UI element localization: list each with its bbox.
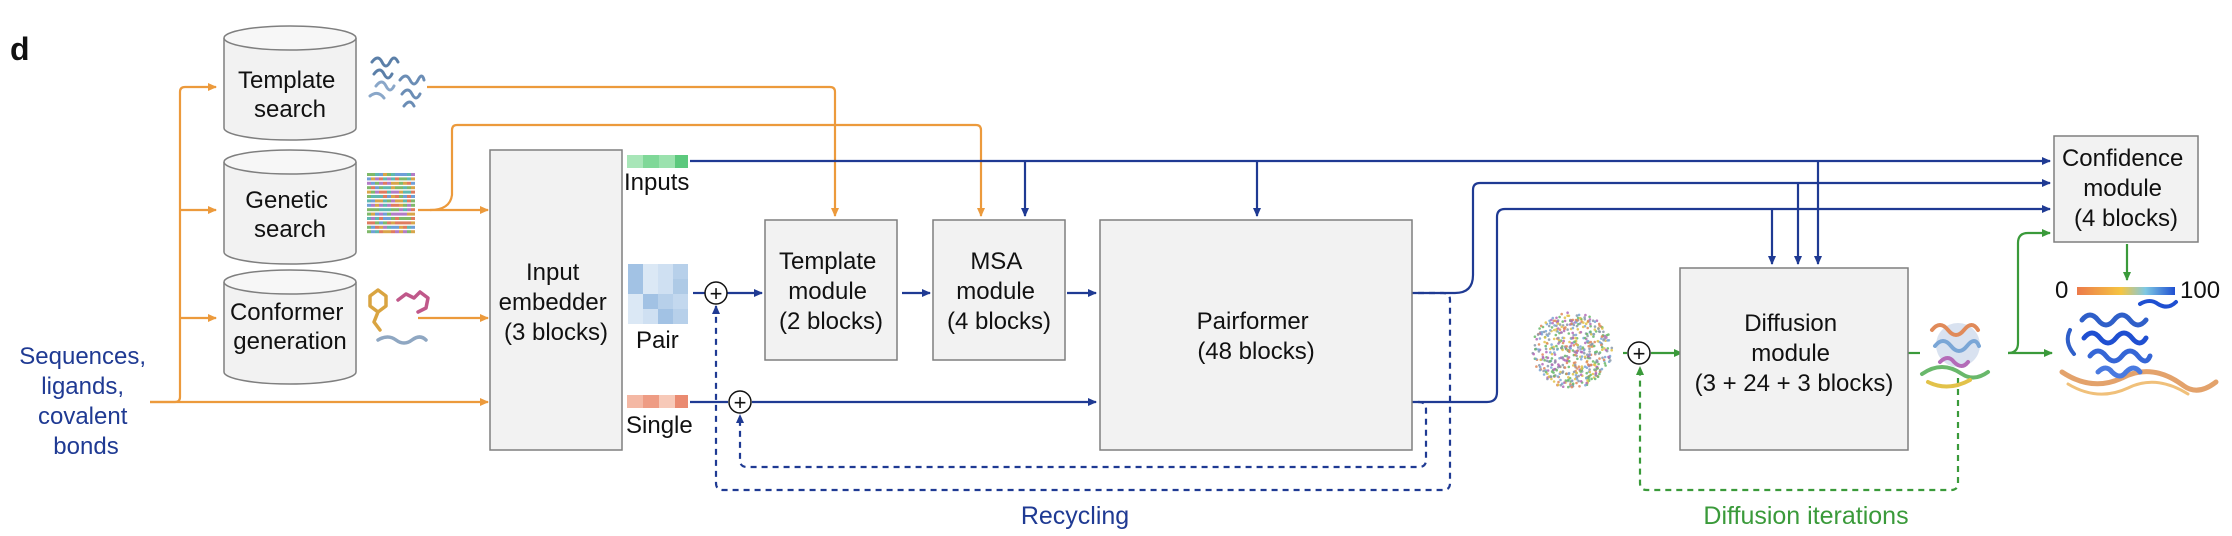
inputs-representation-bar [627, 155, 688, 168]
genetic-search-label-line2: search [254, 216, 326, 243]
msa-module-line3: (4 blocks) [947, 308, 1051, 335]
msa-alignment-icon [367, 173, 415, 234]
ligand-conformer-icon [368, 288, 430, 345]
panel-label: d [10, 31, 30, 67]
inputs-label: Inputs [624, 169, 689, 196]
svg-text:Input embedder (3: Input embedder (3 blocks) [499, 259, 614, 346]
svg-text:Pairformer (48 blocks): Pairformer (48 blocks) [1197, 308, 1316, 365]
svg-text:MSA module (4 bloc: MSA module (4 blocks) [947, 248, 1051, 335]
conformer-generation-database: Conformer generation [223, 269, 357, 385]
diffusion-add-symbol: + [1633, 341, 1646, 366]
template-search-label-line2: search [254, 96, 326, 123]
pairformer-module: Pairformer (48 blocks) [1099, 219, 1413, 451]
input-label-line3: covalent [38, 403, 128, 430]
single-label: Single [626, 412, 693, 439]
svg-text:Template search: Template search [238, 67, 342, 123]
protein-structure-icon [368, 56, 426, 108]
single-add-symbol: + [734, 390, 747, 415]
confidence-scale-min: 0 [2055, 277, 2068, 304]
predicted-structure-icon [1920, 323, 1990, 389]
orange-connectors [150, 83, 985, 406]
confidence-module-line3: (4 blocks) [2074, 205, 2178, 232]
pairformer-line2: (48 blocks) [1197, 338, 1314, 365]
diffusion-iterations-label: Diffusion iterations [1703, 502, 1908, 530]
confidence-module-line1: Confidence [2062, 145, 2183, 172]
template-search-database: Template search [223, 25, 357, 141]
input-label-line1: Sequences, [19, 343, 146, 370]
template-module: Template module (2 blocks) [764, 219, 898, 361]
template-module-line2: module [788, 278, 867, 305]
diffusion-module-line1: Diffusion [1744, 310, 1837, 337]
diffusion-module: Diffusion module (3 + 24 + 3 blocks) [1679, 267, 1909, 451]
input-embedder-line2: embedder [499, 289, 607, 316]
diffusion-iteration-loop [1636, 366, 1960, 492]
msa-module: MSA module (4 blocks) [932, 219, 1066, 361]
svg-text:Diffusion module (: Diffusion module (3 + 24 + 3 blocks) [1695, 310, 1894, 397]
recycling-loops [712, 291, 1452, 492]
diffusion-add-node: + [1627, 341, 1651, 366]
template-search-label-line1: Template [238, 67, 335, 94]
conformer-label-line2: generation [233, 328, 346, 355]
pair-add-symbol: + [710, 281, 723, 306]
input-embedder-module: Input embedder (3 blocks) [489, 149, 623, 451]
svg-text:Template module (2: Template module (2 blocks) [779, 248, 883, 335]
conformer-label-line1: Conformer [230, 299, 343, 326]
blue-connectors [690, 157, 2051, 406]
svg-text:Genetic search: Genetic search [245, 187, 334, 243]
confidence-module-line2: module [2083, 175, 2162, 202]
template-module-line3: (2 blocks) [779, 308, 883, 335]
sequences-input-label: Sequences, ligands, covalent bonds [19, 343, 152, 460]
pairformer-line1: Pairformer [1197, 308, 1309, 335]
template-module-line1: Template [779, 248, 876, 275]
single-representation-bar [627, 395, 688, 408]
pair-label: Pair [636, 327, 679, 354]
structure-output-icon [2059, 299, 2219, 396]
diffusion-module-line2: module [1751, 340, 1830, 367]
input-label-line2: ligands, [41, 373, 124, 400]
pair-representation-grid [628, 264, 688, 324]
recycling-label: Recycling [1021, 502, 1129, 530]
confidence-color-scale [2077, 287, 2175, 295]
msa-module-line2: module [956, 278, 1035, 305]
diffusion-module-line3: (3 + 24 + 3 blocks) [1695, 370, 1894, 397]
input-embedder-line1: Input [526, 259, 580, 286]
svg-text:Conformer generation: Conformer generation [230, 299, 350, 355]
genetic-search-label-line1: Genetic [245, 187, 328, 214]
input-embedder-line3: (3 blocks) [504, 319, 608, 346]
single-add-node: + [728, 390, 752, 415]
input-label-line4: bonds [53, 433, 118, 460]
noise-cloud-icon [1531, 311, 1614, 389]
pair-add-node: + [704, 281, 728, 306]
confidence-scale-max: 100 [2180, 277, 2220, 304]
genetic-search-database: Genetic search [223, 149, 357, 265]
msa-module-line1: MSA [970, 248, 1022, 275]
svg-text:Confidence module: Confidence module (4 blocks) [2062, 145, 2190, 232]
green-connectors [1623, 229, 2131, 357]
confidence-module: Confidence module (4 blocks) [2053, 135, 2199, 243]
